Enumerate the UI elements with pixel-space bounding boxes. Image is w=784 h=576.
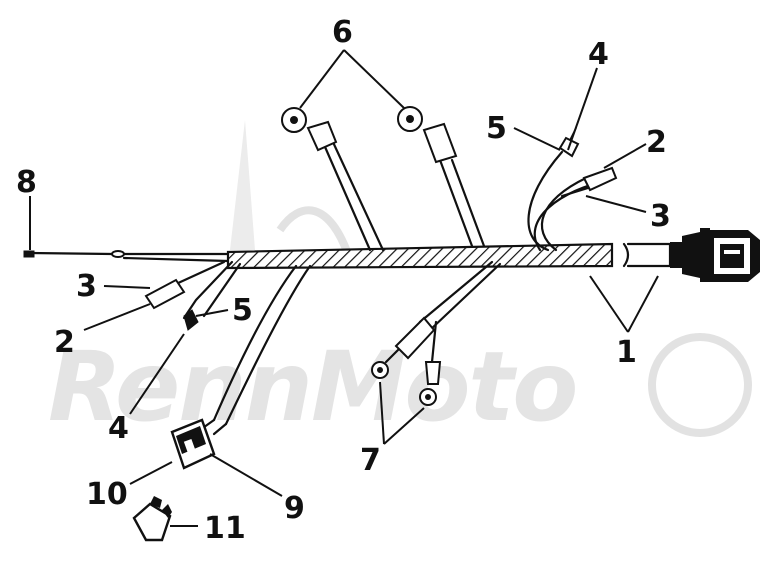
upper-right-branch: [527, 127, 618, 252]
callout-10: 10: [86, 477, 128, 512]
watermark: RennMoto: [48, 120, 752, 443]
callout-2-upper: 2: [646, 125, 667, 160]
main-harness-trunk: [23, 242, 614, 270]
lower-left-branch: [144, 260, 242, 331]
callout-7: 7: [360, 443, 381, 478]
callout-1: 1: [616, 335, 637, 370]
watermark-text: RennMoto: [48, 331, 576, 443]
callout-labels: 1 2 2 3 3 4 4 5 5 6 7 8 9 10 11: [16, 15, 671, 546]
leader-lines: [29, 49, 659, 527]
ring-terminal-branch: [281, 106, 486, 252]
watermark-emblem: [230, 120, 752, 437]
main-connector: [622, 228, 760, 282]
callout-3-upper: 3: [650, 199, 671, 234]
callout-6: 6: [332, 15, 353, 50]
callout-11: 11: [204, 511, 246, 546]
bullet-terminal-8: [23, 250, 35, 258]
eyelet-terminal-branch: [371, 260, 502, 406]
callout-3-lower: 3: [76, 269, 97, 304]
callout-5-lower: 5: [232, 293, 253, 328]
callout-4-lower: 4: [108, 411, 129, 446]
callout-2-lower: 2: [54, 325, 75, 360]
callout-4-upper: 4: [588, 37, 609, 72]
callout-8: 8: [16, 165, 37, 200]
callout-9: 9: [284, 491, 305, 526]
callout-5-upper: 5: [486, 111, 507, 146]
fuse: [132, 496, 172, 542]
relay-connector-branch: [170, 264, 312, 470]
